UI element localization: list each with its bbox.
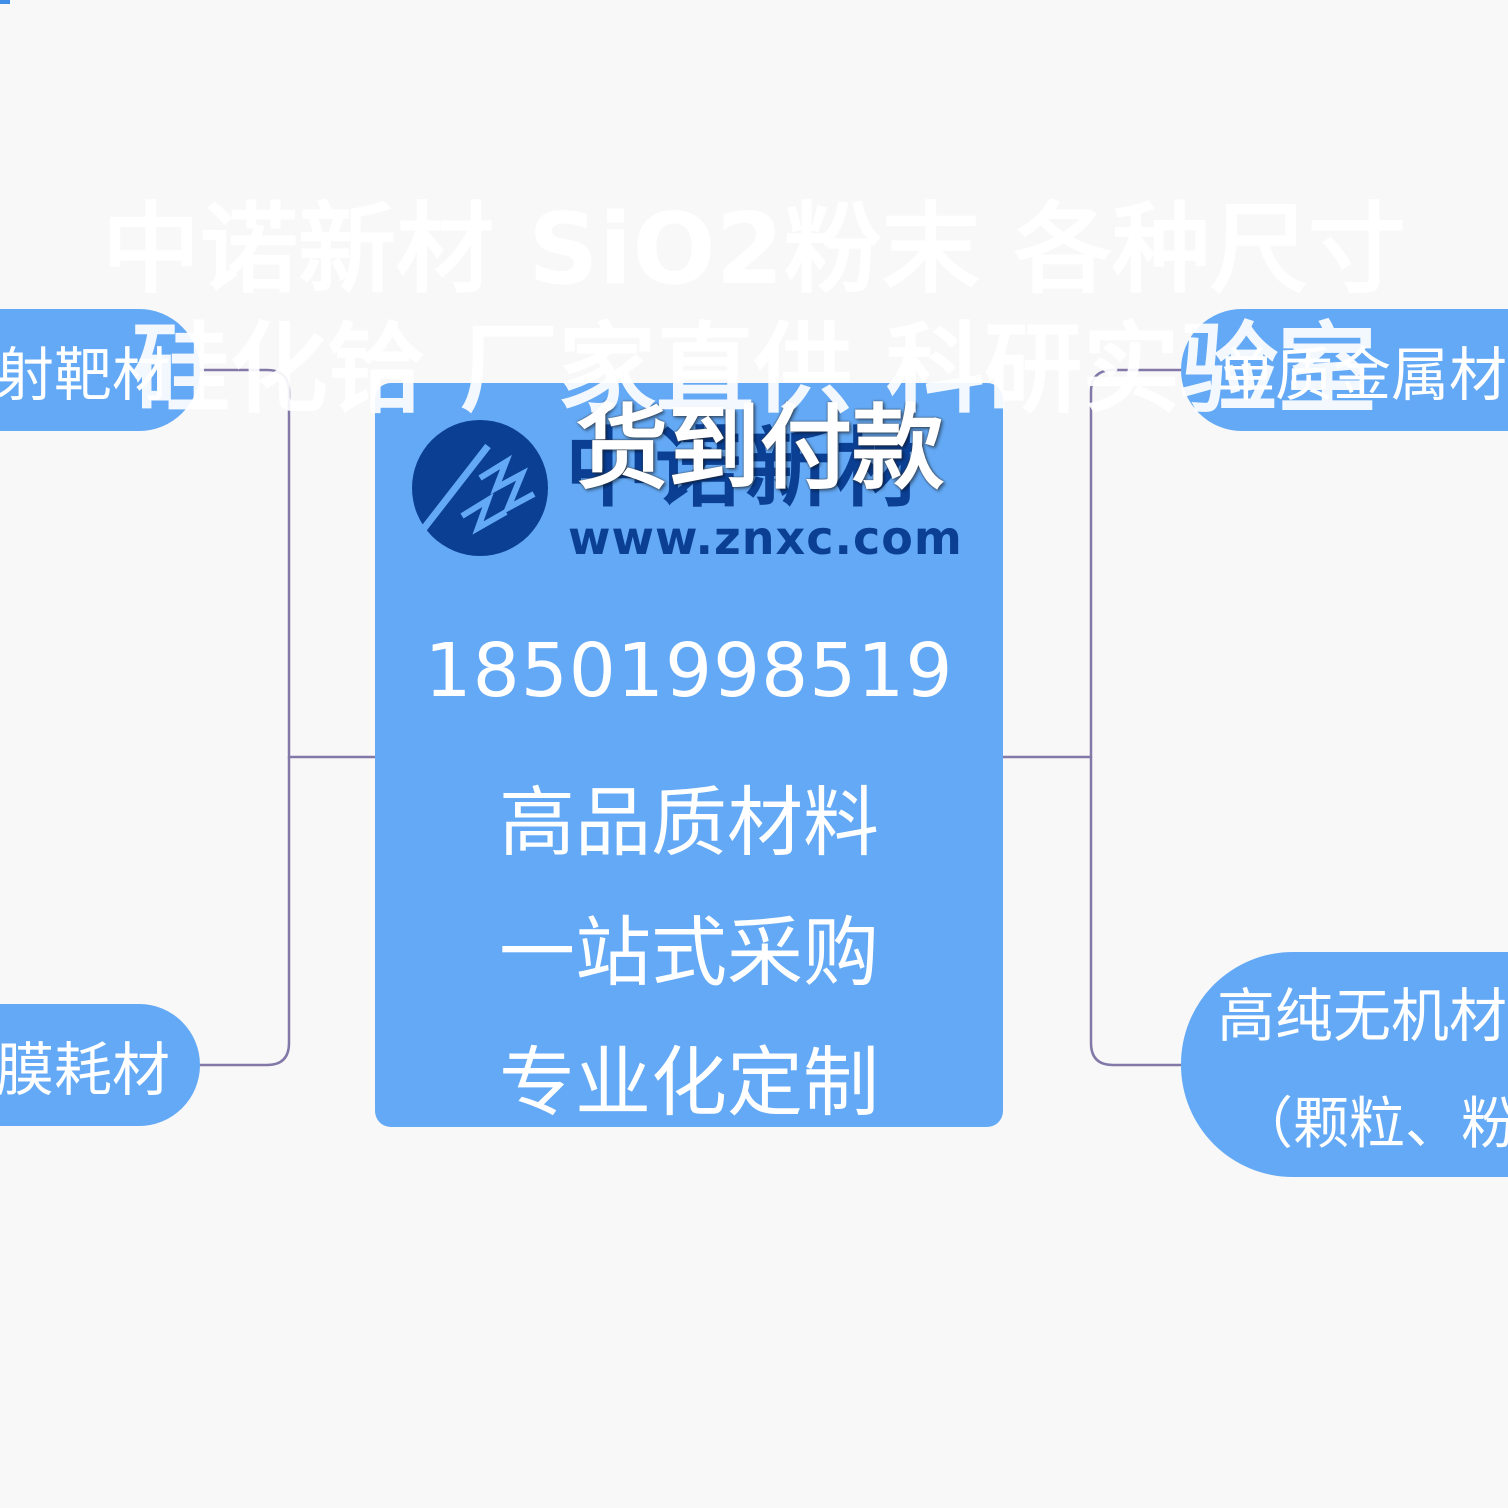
- branch-label: 射靶材: [0, 341, 170, 409]
- center-node: 中诺新材 www.znxc.com 货到付款 18501998519 高品质材料…: [375, 383, 1003, 1127]
- branch-label: 膜耗材: [0, 1036, 170, 1104]
- branch-label-line2: （颗粒、粉: [1237, 1092, 1508, 1157]
- connector-top-right: [1003, 368, 1181, 759]
- corner-marker: [0, 0, 10, 4]
- cash-on-delivery-overlay: 货到付款: [575, 395, 944, 502]
- slogan-line-1: 高品质材料: [499, 778, 879, 867]
- slogan-line-2: 一站式采购: [499, 908, 879, 997]
- watermark-line-1: 中诺新材 SiO2粉末 各种尺寸: [102, 193, 1406, 307]
- branch-node-bottom-right: 高纯无机材 （颗粒、粉: [1181, 952, 1508, 1177]
- connector-bottom-left: [200, 757, 291, 1067]
- connector-bottom-right: [1089, 757, 1181, 1067]
- branch-node-bottom-left: 膜耗材: [0, 1004, 200, 1126]
- watermark-line-2: 硅化铪 厂家直供 科研实验室: [131, 313, 1377, 427]
- connector-top-left: [200, 368, 375, 759]
- phone-number: 18501998519: [424, 628, 954, 714]
- slogan-line-3: 专业化定制: [499, 1038, 879, 1127]
- company-logo-icon: [412, 420, 548, 556]
- logo-url-text: www.znxc.com: [568, 511, 963, 565]
- branch-node-top-left: 射靶材: [0, 309, 200, 431]
- branch-node-top-right: 单质金属材: [1181, 309, 1508, 431]
- branch-label: 单质金属材: [1217, 341, 1508, 409]
- logo-brand-text: 中诺新材: [565, 419, 925, 519]
- branch-label-line1: 高纯无机材: [1217, 982, 1508, 1050]
